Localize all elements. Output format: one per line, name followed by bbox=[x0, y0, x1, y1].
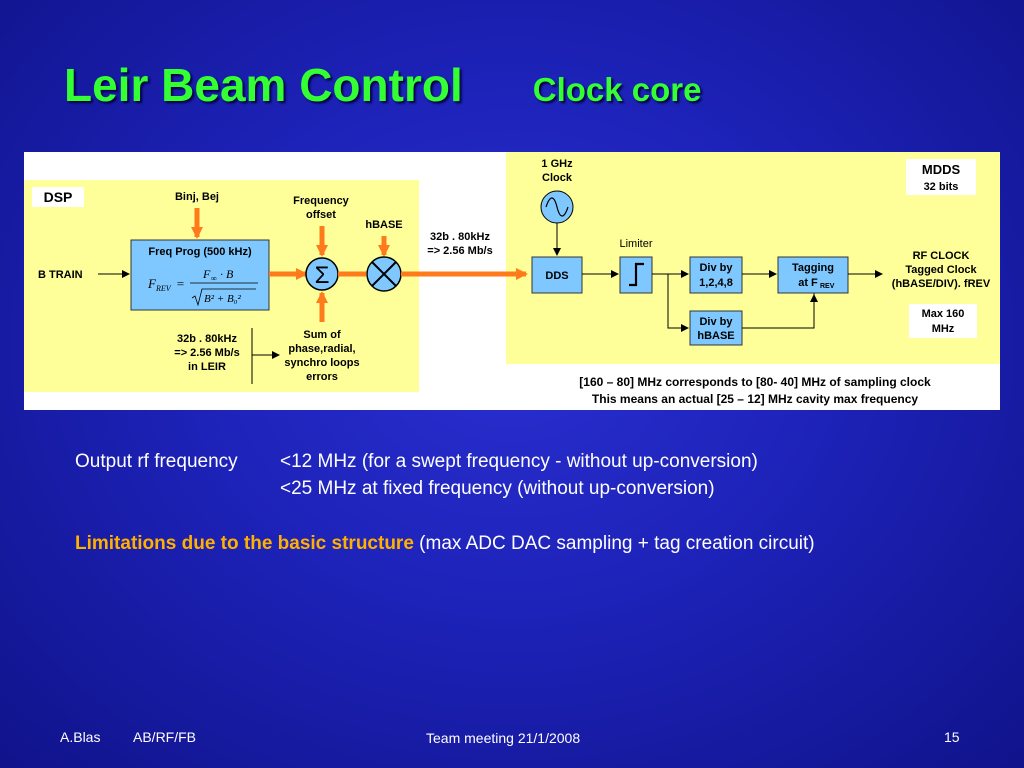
formula-lhs-sub: REV bbox=[155, 284, 172, 293]
limitations-heading: Limitations due to the basic structure bbox=[75, 533, 414, 554]
div-by-n-line1: Div by bbox=[699, 262, 733, 274]
frev-formula: F REV = F ∞ · B B² + B₀² bbox=[147, 267, 258, 307]
hbase-label: hBASE bbox=[365, 219, 402, 231]
mdds-label-box bbox=[906, 159, 976, 195]
div-by-n-block bbox=[689, 256, 743, 294]
rf-clock-line1: RF CLOCK bbox=[913, 250, 970, 262]
max-freq-line2: MHz bbox=[932, 323, 955, 335]
div-by-hbase-line2: hBASE bbox=[697, 330, 734, 342]
tagging-line1: Tagging bbox=[792, 262, 834, 274]
dsp-input-note: 32b . 80kHz => 2.56 Mb/s in LEIR bbox=[174, 333, 239, 373]
tagging-line2: at F bbox=[798, 277, 818, 289]
sum-note-line3: synchro loops bbox=[284, 357, 359, 369]
max-freq-line1: Max 160 bbox=[922, 308, 965, 320]
limitations-line: Limitations due to the basic structure (… bbox=[75, 533, 815, 555]
footer-meeting: Team meeting 21/1/2008 bbox=[426, 730, 581, 746]
binj-bej-label: Binj, Bej bbox=[175, 191, 219, 203]
limiter-label: Limiter bbox=[619, 238, 652, 250]
limitations-detail: (max ADC DAC sampling + tag creation cir… bbox=[419, 533, 815, 554]
dsp-label-box bbox=[32, 187, 84, 207]
link-rate-line2: => 2.56 Mb/s bbox=[427, 245, 492, 257]
formula-num-tail: · B bbox=[220, 267, 234, 281]
b-train-label: B TRAIN bbox=[38, 269, 83, 281]
rf-clock-line2: Tagged Clock bbox=[905, 264, 977, 276]
sine-icon bbox=[545, 197, 569, 217]
slide-title: Leir Beam Control Clock core bbox=[64, 58, 701, 112]
tagging-block bbox=[777, 256, 849, 294]
mdds-bits: 32 bits bbox=[924, 181, 959, 193]
link-rate-line1: 32b . 80kHz bbox=[430, 231, 490, 243]
dsp-input-note-line3: in LEIR bbox=[188, 361, 226, 373]
dsp-input-note-line2: => 2.56 Mb/s bbox=[174, 347, 239, 359]
output-line1: <12 MHz (for a swept frequency - without… bbox=[280, 451, 758, 472]
tagging-sub: REV bbox=[820, 283, 835, 290]
rf-clock-line3: (hBASE/DIV). fREV bbox=[892, 278, 991, 290]
clock-core-diagram: DSP MDDS 32 bits Binj, Bej Freq Prog (50… bbox=[24, 152, 1000, 410]
title-main: Leir Beam Control bbox=[64, 59, 463, 111]
title-sub: Clock core bbox=[532, 71, 702, 108]
freq-prog-title: Freq Prog (500 kHz) bbox=[148, 246, 252, 258]
div-by-n-line2: 1,2,4,8 bbox=[699, 277, 733, 289]
output-line2: <25 MHz at fixed frequency (without up-c… bbox=[280, 478, 715, 499]
formula-lhs: F bbox=[147, 276, 157, 291]
footer-author: A.Blas bbox=[60, 729, 101, 745]
formula-den: B² + B₀² bbox=[204, 293, 241, 305]
formula-num: F bbox=[202, 267, 211, 281]
formula-eq: = bbox=[176, 276, 185, 291]
freq-offset-line2: offset bbox=[306, 209, 336, 221]
sum-note-line2: phase,radial, bbox=[288, 343, 355, 355]
clock-source-line2: Clock bbox=[542, 172, 573, 184]
sigma-symbol: Σ bbox=[315, 262, 330, 289]
mdds-title: MDDS bbox=[922, 162, 961, 177]
limiter-branch bbox=[667, 274, 689, 332]
freq-offset-line1: Frequency bbox=[293, 195, 350, 207]
diagram-caption-line1: [160 – 80] MHz corresponds to [80- 40] M… bbox=[579, 375, 931, 389]
multiplier-cross-b bbox=[371, 261, 397, 287]
clock-source-line1: 1 GHz bbox=[541, 158, 573, 170]
page-number: 15 bbox=[944, 729, 960, 745]
div-by-hbase-line1: Div by bbox=[699, 316, 733, 328]
limiter-icon bbox=[629, 262, 644, 287]
sum-note-line1: Sum of bbox=[303, 329, 341, 341]
sum-errors-note: Sum of phase,radial, synchro loops error… bbox=[284, 329, 359, 383]
diagram-caption-line2: This means an actual [25 – 12] MHz cavit… bbox=[592, 392, 918, 406]
sum-note-line4: errors bbox=[306, 371, 338, 383]
div-by-hbase-block bbox=[689, 310, 743, 346]
max-freq-box bbox=[909, 304, 977, 338]
dsp-label: DSP bbox=[44, 189, 73, 205]
output-label: Output rf frequency bbox=[75, 451, 238, 472]
dsp-input-note-line1: 32b . 80kHz bbox=[177, 333, 237, 345]
hbase-to-tagging-arrow bbox=[742, 294, 818, 329]
dds-block bbox=[531, 256, 583, 294]
dds-label: DDS bbox=[545, 270, 568, 282]
footer-group: AB/RF/FB bbox=[133, 729, 197, 745]
formula-num-sub: ∞ bbox=[211, 274, 217, 283]
